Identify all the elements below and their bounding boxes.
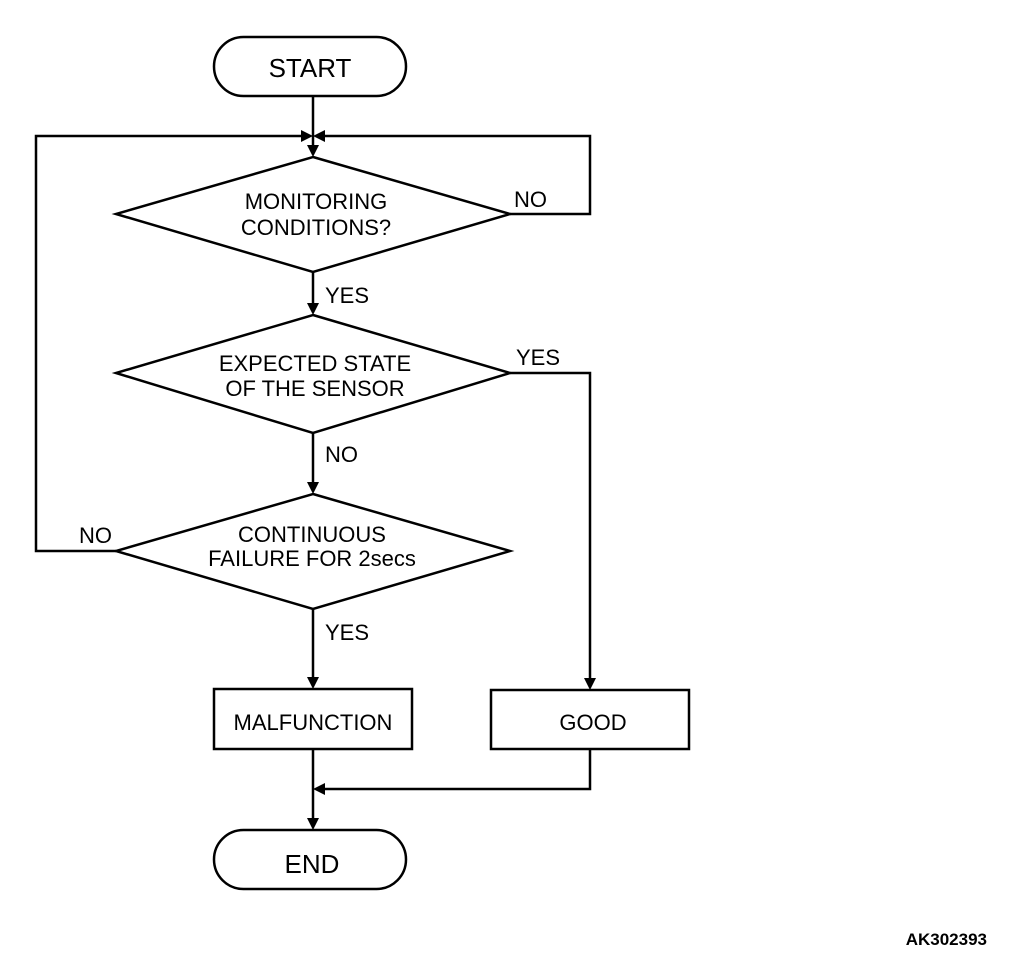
expected-label-line2: OF THE SENSOR	[225, 376, 404, 401]
connector-good-to-merge	[325, 749, 592, 791]
arrowhead-into-malfunction	[307, 677, 319, 689]
malfunction-label: MALFUNCTION	[234, 710, 393, 735]
continuous-label-line2: FAILURE FOR 2secs	[208, 546, 416, 571]
expected-no-label: NO	[325, 442, 358, 467]
continuous-yes-label: YES	[325, 620, 369, 645]
end-label: END	[285, 849, 340, 879]
continuous-label-line1: CONTINUOUS	[238, 522, 386, 547]
arrowhead-good-merge	[313, 783, 325, 795]
connector-continuous-no-loop	[34, 134, 303, 553]
arrowhead-into-good	[584, 678, 596, 690]
expected-state-decision: EXPECTED STATE OF THE SENSOR	[111, 313, 515, 435]
arrowhead-into-expected	[307, 303, 319, 315]
end-node: END	[212, 828, 408, 891]
arrowhead-into-end	[307, 818, 319, 830]
continuous-no-label: NO	[79, 523, 112, 548]
good-label: GOOD	[559, 710, 626, 735]
connector-monitoring-no-loop	[323, 134, 592, 216]
monitoring-no-label: NO	[514, 187, 547, 212]
monitoring-label-line2: CONDITIONS?	[241, 215, 391, 240]
expected-label-line1: EXPECTED STATE	[219, 351, 411, 376]
monitoring-conditions-decision: MONITORING CONDITIONS?	[111, 155, 515, 274]
continuous-failure-decision: CONTINUOUS FAILURE FOR 2secs	[111, 492, 515, 611]
malfunction-box: MALFUNCTION	[212, 687, 414, 751]
monitoring-yes-label: YES	[325, 283, 369, 308]
arrowhead-continuous-no-loop	[301, 130, 313, 142]
reference-code: AK302393	[906, 930, 987, 949]
expected-yes-label: YES	[516, 345, 560, 370]
monitoring-label-line1: MONITORING	[245, 189, 388, 214]
connector-expected-yes-to-good	[510, 371, 592, 678]
arrowhead-monitoring-no-loop	[313, 130, 325, 142]
arrowhead-into-continuous	[307, 482, 319, 494]
good-box: GOOD	[489, 688, 691, 751]
arrowhead-into-monitoring	[307, 145, 319, 157]
start-label: START	[269, 53, 352, 83]
start-node: START	[212, 35, 408, 98]
